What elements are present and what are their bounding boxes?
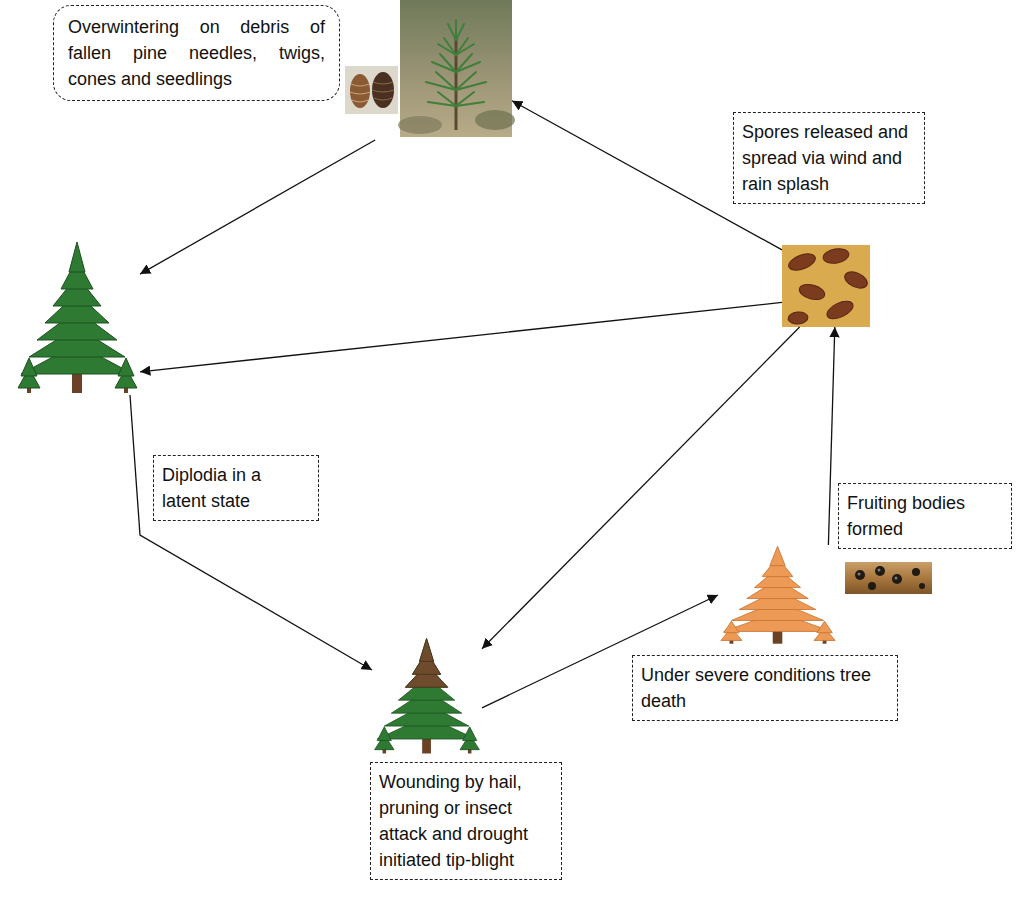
pine-cones-photo	[345, 66, 398, 114]
arrow-connector	[140, 140, 375, 274]
wounded-pine-tree	[375, 639, 480, 754]
stage-node: Spores released and spread via wind and …	[782, 245, 870, 327]
stage-node: Overwintering on debris of fallen pine n…	[345, 0, 512, 140]
seedling-photo	[398, 0, 515, 137]
arrow-connector	[482, 327, 800, 649]
caption-box: Spores released and spread via wind and …	[733, 112, 925, 204]
arrow-connector	[140, 302, 782, 371]
edge-label-box: Fruiting bodies formed	[838, 483, 1012, 549]
stage-node: Wounding by hail, pruning or insect atta…	[372, 637, 482, 755]
arrow-connector	[130, 395, 372, 670]
arrow-connector	[828, 327, 834, 545]
spores-micrograph	[782, 245, 870, 327]
fruiting-bodies-photo	[845, 562, 932, 594]
latent-pine-tree	[18, 242, 137, 393]
stage-node: Under severe conditions tree death	[718, 545, 838, 645]
caption-box: Diplodia in a latent state	[153, 455, 319, 521]
stage-node: Diplodia in a latent state	[15, 240, 140, 395]
caption-box: Under severe conditions tree death	[632, 655, 898, 721]
caption-box: Overwintering on debris of fallen pine n…	[53, 5, 340, 101]
dead-pine-tree	[721, 546, 835, 643]
caption-box: Wounding by hail, pruning or insect atta…	[370, 762, 562, 880]
